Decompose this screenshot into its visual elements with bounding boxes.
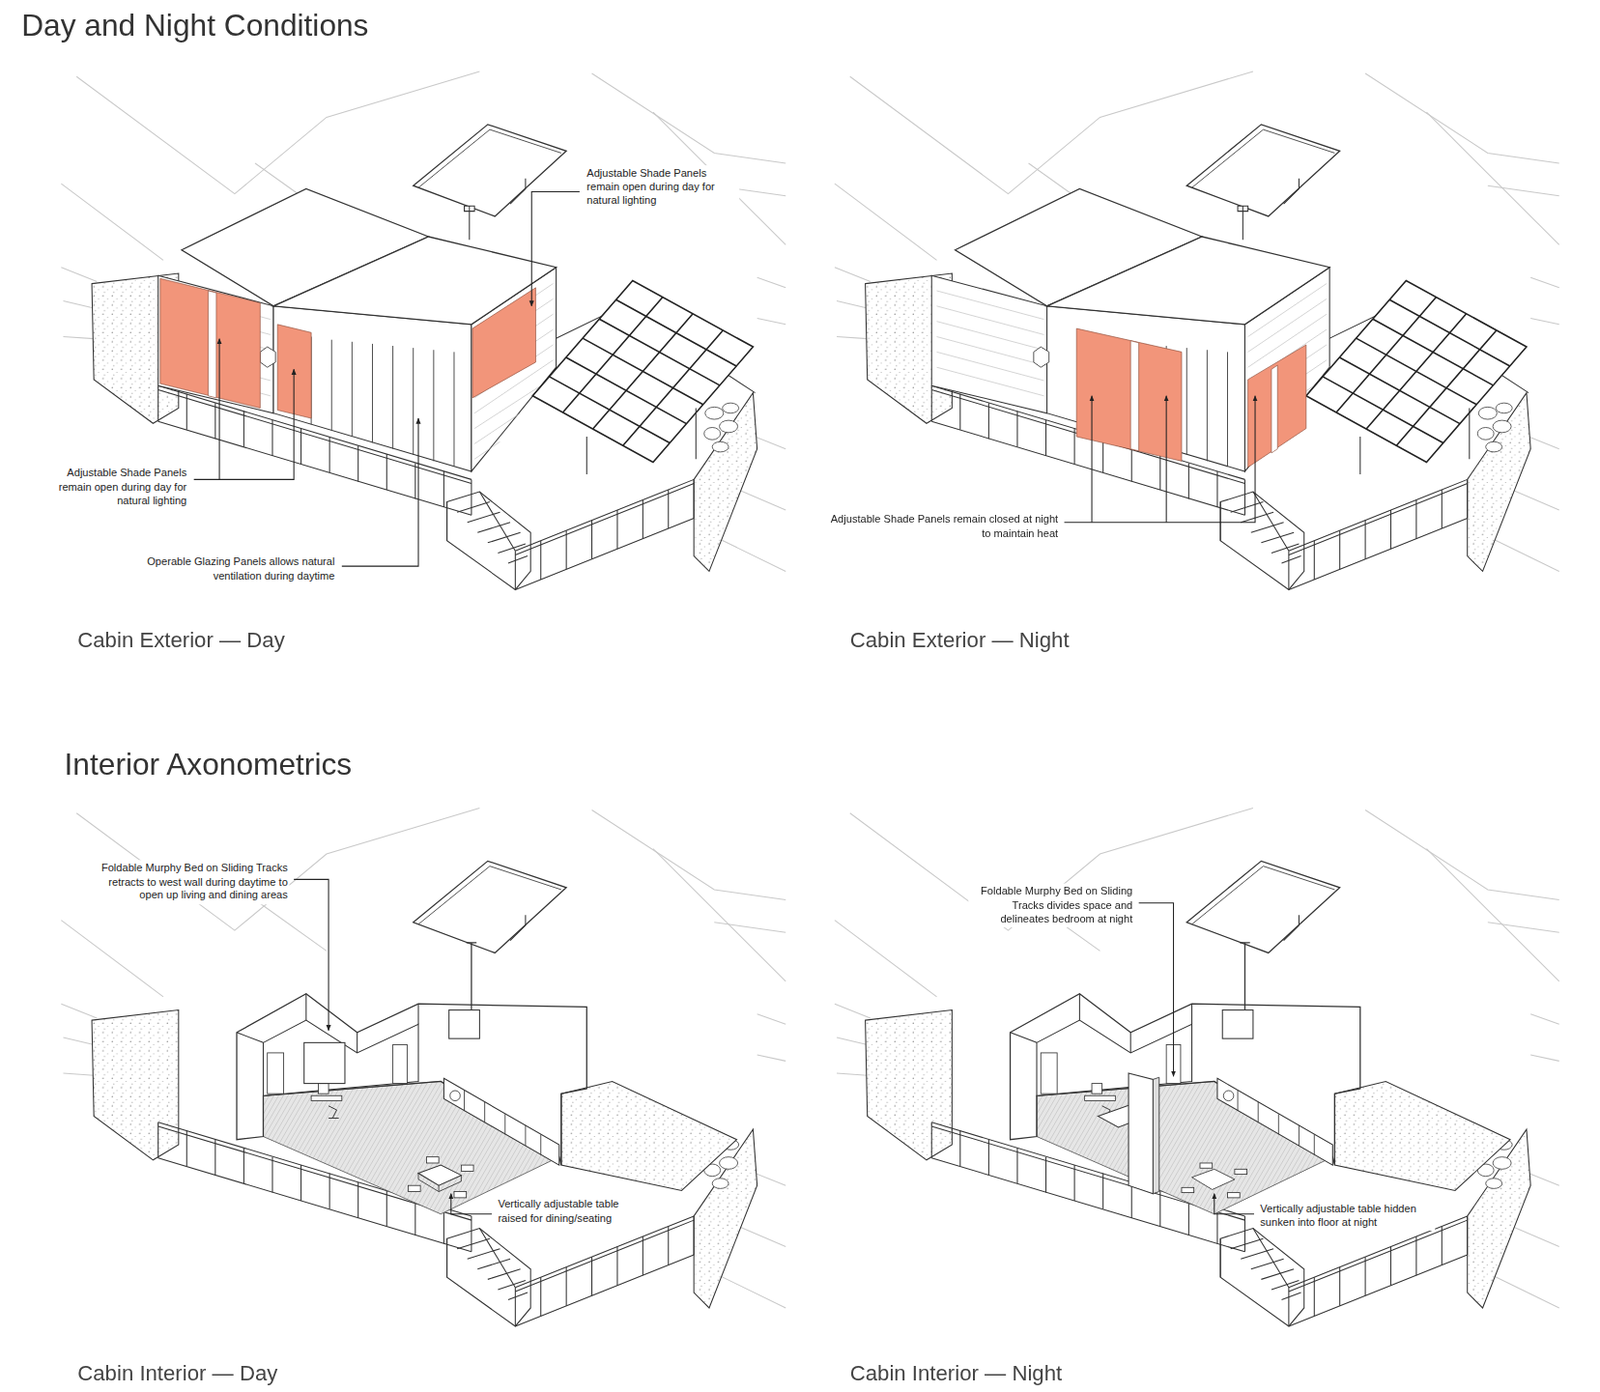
interior-day (60, 807, 786, 1327)
callout-note: Vertically adjustable table hidden sunke… (1258, 1200, 1435, 1231)
callout-note: Adjustable Shade Panels remain open duri… (42, 465, 188, 510)
panel-caption: Cabin Exterior — Day (76, 624, 286, 655)
panel-caption: Cabin Exterior — Night (849, 624, 1071, 655)
callout-note: Foldable Murphy Bed on Sliding Tracks di… (968, 884, 1134, 928)
section-heading: Interior Axonometrics (62, 742, 353, 785)
page-title: Day and Night Conditions (20, 3, 370, 46)
callout-note: Adjustable Shade Panels remain closed at… (828, 511, 1060, 542)
leader-lines (194, 192, 1256, 1215)
callout-note: Adjustable Shade Panels remain open duri… (585, 165, 739, 209)
interior-night (834, 807, 1560, 1327)
callout-note: Vertically adjustable table raised for d… (496, 1197, 637, 1228)
callout-note: Operable Glazing Panels allows natural v… (114, 553, 336, 584)
panel-caption: Cabin Interior — Day (76, 1358, 279, 1389)
exterior-day (60, 71, 786, 591)
callout-note: Foldable Murphy Bed on Sliding Tracks re… (83, 859, 289, 904)
panel-caption: Cabin Interior — Night (849, 1358, 1064, 1389)
